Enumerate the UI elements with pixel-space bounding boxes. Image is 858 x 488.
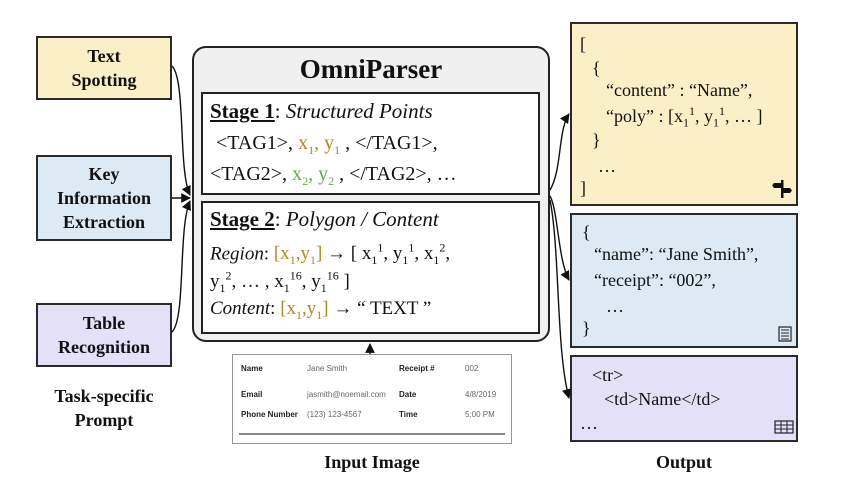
- tag1-close: , </TAG1>,: [340, 132, 438, 154]
- model-title: OmniParser: [299, 54, 443, 84]
- table-td-line: <td>Name</td>: [604, 389, 721, 409]
- stage-2-heading: Stage 2: Polygon / Content: [210, 207, 439, 231]
- receipt-value-receipt: 002: [465, 364, 479, 373]
- table-line-2: Recognition: [58, 337, 150, 357]
- region-label: Region: [210, 243, 264, 265]
- tag2-open: <TAG2>,: [210, 163, 293, 185]
- text-spotting-line-2: Spotting: [71, 70, 137, 90]
- kie-brace-close: }: [582, 318, 591, 338]
- arrow-model-to-table: [549, 199, 572, 399]
- table-tr-line: <tr>: [592, 365, 624, 385]
- receipt-label-date: Date: [399, 390, 417, 399]
- spotting-open-bracket: [: [580, 34, 586, 54]
- stage-2-box: [201, 201, 540, 334]
- input-receipt-image: Name Jane Smith Receipt # 002 Email jasm…: [232, 354, 512, 444]
- list-document-icon: [778, 326, 792, 342]
- text-spotting-line-1: Text: [87, 46, 121, 66]
- receipt-value-time: 5:00 PM: [465, 410, 495, 419]
- spotting-brace-close: }: [592, 130, 601, 150]
- arrow-table-to-model: [171, 200, 191, 333]
- receipt-label-name: Name: [241, 364, 263, 373]
- spotting-poly-line: “poly” : [x11, y11, … ]: [606, 104, 763, 130]
- task-prompt-caption: Task-specific Prompt: [36, 384, 172, 432]
- stage-1-line-2: <TAG2>, x2, y2 , </TAG2>, …: [210, 163, 457, 188]
- task-prompt-caption-line-2: Prompt: [74, 410, 134, 430]
- y2-token: y2: [318, 163, 335, 188]
- output-table: [570, 355, 798, 442]
- task-prompt-caption-line-1: Task-specific: [54, 386, 154, 406]
- table-recognition-prompt: Table Recognition: [36, 303, 172, 367]
- arrow-model-to-kie: [549, 195, 570, 281]
- output-text-spotting: [570, 22, 798, 206]
- kie-prompt: Key Information Extraction: [36, 155, 172, 241]
- kie-line-1: Key: [88, 164, 120, 184]
- kie-ellipsis: …: [606, 296, 624, 316]
- receipt-label-time: Time: [399, 410, 418, 419]
- table-ellipsis: …: [580, 413, 598, 433]
- receipt-value-email: jasmith@noemail.com: [307, 390, 386, 399]
- tag1-open: <TAG1>,: [216, 132, 299, 154]
- table-line-1: Table: [82, 313, 126, 333]
- stage-1-label: Stage 1: [210, 99, 275, 123]
- receipt-value-date: 4/8/2019: [465, 390, 497, 399]
- content-point: [x1,y1]: [280, 298, 329, 322]
- receipt-value-phone: (123) 123-4567: [307, 410, 362, 419]
- region-point: [x1,y1]: [273, 243, 323, 268]
- input-image-caption: Input Image: [324, 452, 420, 472]
- text-spotting-prompt: Text Spotting: [36, 36, 172, 100]
- receipt-label-email: Email: [241, 390, 263, 399]
- y1-token: y1: [324, 132, 341, 157]
- receipt-label-phone: Phone Number: [241, 410, 298, 419]
- table-icon: [774, 420, 794, 434]
- x2-token: x2: [292, 163, 309, 188]
- spotting-content-line: “content” : “Name”,: [606, 80, 753, 100]
- spotting-ellipsis: …: [598, 156, 616, 176]
- stage-1-line-1: <TAG1>, x1, y1 , </TAG1>,: [216, 132, 438, 157]
- spotting-brace-open: {: [592, 58, 601, 78]
- content-text: “ TEXT ”: [357, 298, 432, 319]
- kie-brace-open: {: [582, 222, 591, 242]
- arrow-model-to-spotting: [549, 113, 570, 191]
- output-kie: [570, 213, 798, 348]
- stage-1-heading: Stage 1: Structured Points: [210, 99, 433, 123]
- arrow-spotting-to-model: [171, 65, 191, 196]
- kie-line-3: Extraction: [63, 212, 145, 232]
- receipt-divider: [239, 433, 505, 435]
- stage-2-label: Stage 2: [210, 207, 275, 231]
- kie-line-2: Information: [57, 188, 151, 208]
- signpost-icon: [772, 180, 792, 198]
- stage-2-name: Polygon / Content: [285, 207, 439, 231]
- tag2-close: , </TAG2>, …: [334, 163, 457, 185]
- receipt-label-receipt: Receipt #: [399, 364, 435, 373]
- receipt-value-name: Jane Smith: [307, 364, 348, 373]
- stage-1-box: [201, 92, 540, 195]
- content-label: Content: [210, 298, 271, 319]
- stage-2-content-line: Content: [x1,y1] → “ TEXT ”: [210, 298, 432, 322]
- x1-token: x1: [298, 132, 315, 157]
- stage-2-region-line: Region: [x1,y1] → [ x11, y11, x12,: [210, 241, 451, 268]
- output-caption: Output: [655, 452, 713, 472]
- stage-1-name: Structured Points: [285, 99, 433, 123]
- stage-2-region-line-2: y12, … , x116, y116 ]: [210, 269, 350, 296]
- spotting-close-bracket: ]: [580, 178, 586, 198]
- kie-name-line: “name”: “Jane Smith”,: [594, 244, 759, 264]
- kie-receipt-line: “receipt”: “002”,: [594, 270, 716, 290]
